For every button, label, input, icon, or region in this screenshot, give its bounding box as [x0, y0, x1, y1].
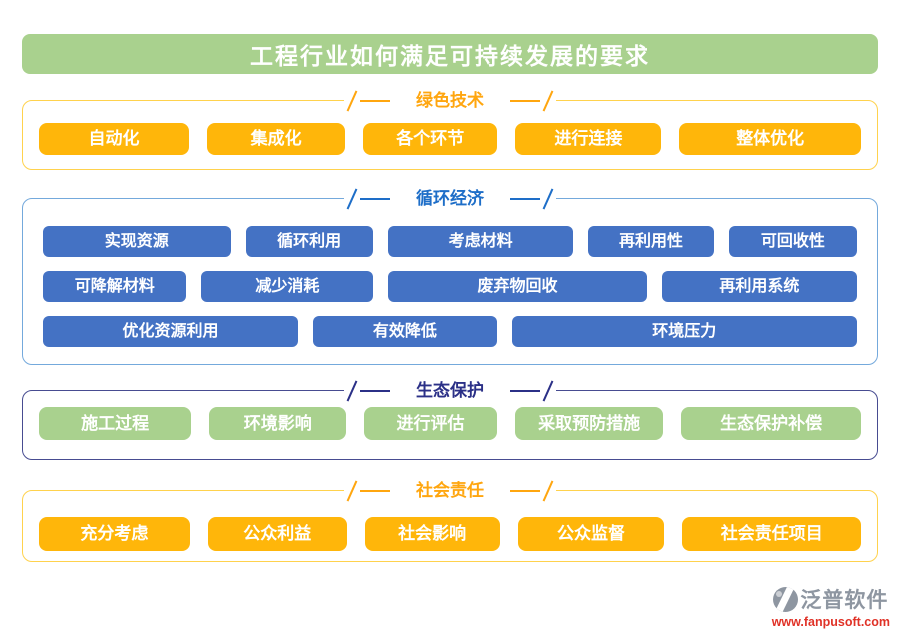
chip-row: 充分考虑公众利益社会影响公众监督社会责任项目: [39, 517, 862, 551]
topic-chip: 公众监督: [517, 517, 665, 551]
dash-line: [360, 100, 390, 102]
chip-row: 自动化集成化各个环节进行连接整体优化: [39, 123, 861, 155]
topic-chip: 充分考虑: [39, 517, 190, 551]
section-header: 生态保护: [23, 378, 877, 404]
section-green-technology: 绿色技术 自动化集成化各个环节进行连接整体优化: [22, 88, 878, 170]
section-label-circular-economy: 循环经济: [390, 186, 510, 212]
dash-line: [510, 198, 540, 200]
slash-icon: [542, 90, 554, 112]
dash-line: [360, 490, 390, 492]
topic-chip: 生态保护补偿: [681, 407, 861, 440]
topic-chip: 社会影响: [364, 517, 500, 551]
section-label-ecological-protection: 生态保护: [390, 378, 510, 404]
left-slash-decoration: [344, 88, 360, 114]
slash-icon: [542, 188, 554, 210]
dash-line: [510, 100, 540, 102]
topic-chip: 再利用系统: [661, 271, 857, 302]
dash-line: [360, 390, 390, 392]
topic-chip: 进行连接: [515, 123, 662, 155]
topic-chip: 考虑材料: [387, 226, 574, 257]
topic-chip: 有效降低: [313, 316, 497, 347]
topic-chip: 实现资源: [43, 226, 231, 257]
topic-chip: 环境影响: [209, 407, 347, 440]
chip-row: 可降解材料减少消耗废弃物回收再利用系统: [43, 271, 857, 302]
topic-chip: 优化资源利用: [43, 316, 299, 347]
slash-icon: [346, 90, 358, 112]
topic-chip: 集成化: [207, 123, 346, 155]
fanpusoft-logo: 泛普软件 www.fanpusoft.com: [772, 584, 890, 629]
chip-rows: 施工过程环境影响进行评估采取预防措施生态保护补偿: [23, 391, 877, 440]
chip-row: 优化资源利用有效降低环境压力: [43, 316, 857, 347]
topic-chip: 采取预防措施: [514, 407, 664, 440]
topic-chip: 进行评估: [364, 407, 497, 440]
chip-row: 施工过程环境影响进行评估采取预防措施生态保护补偿: [39, 407, 861, 440]
right-slash-decoration: [540, 186, 556, 212]
chip-rows: 自动化集成化各个环节进行连接整体优化: [23, 101, 877, 155]
slash-icon: [542, 380, 554, 402]
logo-url: www.fanpusoft.com: [771, 615, 890, 629]
section-ecological-protection: 生态保护 施工过程环境影响进行评估采取预防措施生态保护补偿: [22, 378, 878, 460]
left-slash-decoration: [344, 186, 360, 212]
topic-chip: 循环利用: [245, 226, 373, 257]
right-slash-decoration: [540, 88, 556, 114]
left-slash-decoration: [344, 478, 360, 504]
topic-chip: 施工过程: [39, 407, 192, 440]
logo-text: 泛普软件: [800, 589, 889, 612]
slash-icon: [542, 480, 554, 502]
topic-chip: 可回收性: [728, 226, 857, 257]
topic-chip: 公众利益: [207, 517, 347, 551]
dash-line: [510, 490, 540, 492]
section-header: 社会责任: [23, 478, 877, 504]
topic-chip: 环境压力: [511, 316, 857, 347]
slash-icon: [346, 188, 358, 210]
dash-line: [510, 390, 540, 392]
fanpu-swoosh-circle-icon: [773, 586, 799, 612]
section-circular-economy: 循环经济 实现资源循环利用考虑材料再利用性可回收性可降解材料减少消耗废弃物回收再…: [22, 186, 878, 365]
chip-row: 实现资源循环利用考虑材料再利用性可回收性: [43, 226, 857, 257]
infographic-title: 工程行业如何满足可持续发展的要求: [22, 34, 878, 74]
slash-icon: [346, 480, 358, 502]
topic-chip: 减少消耗: [201, 271, 374, 302]
topic-chip: 各个环节: [363, 123, 498, 155]
section-label-social-responsibility: 社会责任: [390, 478, 510, 504]
section-header: 循环经济: [23, 186, 877, 212]
section-label-green-technology: 绿色技术: [390, 88, 510, 114]
topic-chip: 社会责任项目: [682, 517, 862, 551]
dash-line: [360, 198, 390, 200]
chip-rows: 充分考虑公众利益社会影响公众监督社会责任项目: [23, 491, 877, 551]
topic-chip: 可降解材料: [43, 271, 187, 302]
left-slash-decoration: [344, 378, 360, 404]
section-header: 绿色技术: [23, 88, 877, 114]
right-slash-decoration: [540, 378, 556, 404]
chip-rows: 实现资源循环利用考虑材料再利用性可回收性可降解材料减少消耗废弃物回收再利用系统优…: [23, 199, 877, 347]
slash-icon: [346, 380, 358, 402]
topic-chip: 再利用性: [588, 226, 714, 257]
section-social-responsibility: 社会责任 充分考虑公众利益社会影响公众监督社会责任项目: [22, 478, 878, 562]
topic-chip: 废弃物回收: [388, 271, 647, 302]
topic-chip: 自动化: [39, 123, 189, 155]
topic-chip: 整体优化: [679, 123, 861, 155]
right-slash-decoration: [540, 478, 556, 504]
